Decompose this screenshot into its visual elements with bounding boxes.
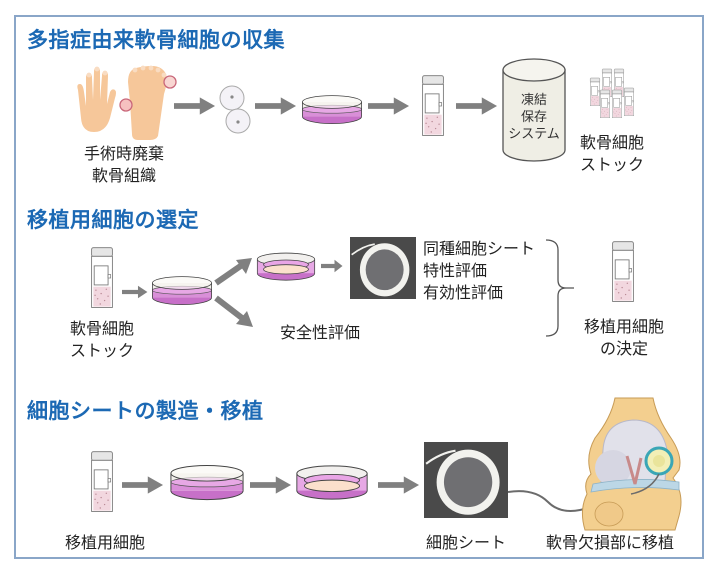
hand-foot-icon xyxy=(77,65,177,140)
evaluation-label-line1: 同種細胞シート xyxy=(423,239,536,258)
arrow-icon xyxy=(321,259,343,273)
arrow-up-right-icon xyxy=(214,258,252,286)
freezer-cylinder-icon xyxy=(502,58,566,162)
cell-sheet-photo xyxy=(424,442,508,518)
tissue-label: 手術時廃棄 軟骨組織 xyxy=(72,143,176,187)
bracket-icon xyxy=(545,239,574,337)
stock-label: 軟骨細胞 ストック xyxy=(566,132,658,176)
arrow-icon xyxy=(378,475,420,495)
arrow-icon xyxy=(122,285,148,299)
freezer-label: 凍結 保存 システム xyxy=(505,92,563,143)
tissue-label-line2: 軟骨組織 xyxy=(91,166,156,185)
culture-dish-icon xyxy=(168,462,246,504)
evaluation-label-line3: 有効性評価 xyxy=(423,283,504,302)
decision-label: 移植用細胞 の決定 xyxy=(566,316,682,360)
stock-label-line1: 軟骨細胞 xyxy=(579,133,644,152)
vial-icon xyxy=(89,240,115,316)
section-title-selection: 移植用細胞の選定 xyxy=(27,208,199,232)
freezer-label-line1: 凍結 xyxy=(520,93,547,108)
vial-icon xyxy=(89,444,115,520)
arrow-icon xyxy=(456,96,498,116)
vial-icon xyxy=(610,236,636,308)
cell-sheet-dish-icon xyxy=(255,246,317,288)
transplant-cells-label: 移植用細胞 xyxy=(64,533,145,552)
freezer-label-line3: システム xyxy=(508,127,560,142)
stock-label-2: 軟骨細胞 ストック xyxy=(50,318,154,362)
evaluation-labels: 同種細胞シート 特性評価 有効性評価 xyxy=(423,238,535,304)
vial-stock-icon xyxy=(589,68,635,118)
evaluation-label-line2: 特性評価 xyxy=(423,261,488,280)
decision-label-line1: 移植用細胞 xyxy=(583,317,664,336)
cell-icon xyxy=(219,85,251,134)
vial-icon xyxy=(420,68,446,144)
cell-sheet-dish-icon xyxy=(294,460,370,506)
cell-sheet-label: 細胞シート xyxy=(425,533,506,552)
arrow-icon xyxy=(250,475,292,495)
transplant-label: 軟骨欠損部に移植 xyxy=(545,533,674,552)
stock-label-2-line2: ストック xyxy=(69,341,134,360)
section-title-manufacture: 細胞シートの製造・移植 xyxy=(27,399,264,423)
culture-dish-icon xyxy=(300,92,364,128)
knee-joint-icon xyxy=(581,397,682,531)
arrow-icon xyxy=(368,96,410,116)
culture-dish-icon xyxy=(150,271,214,311)
stock-label-line2: ストック xyxy=(579,155,644,174)
arrow-icon xyxy=(255,96,297,116)
safety-evaluation-label: 安全性評価 xyxy=(279,323,360,342)
stock-label-2-line1: 軟骨細胞 xyxy=(69,319,134,338)
arrow-icon xyxy=(122,475,164,495)
tissue-label-line1: 手術時廃棄 xyxy=(83,144,164,163)
section-title-collection: 多指症由来軟骨細胞の収集 xyxy=(27,28,285,52)
arrow-down-right-icon xyxy=(214,295,253,327)
decision-label-line2: の決定 xyxy=(599,339,648,358)
freezer-label-line2: 保存 xyxy=(520,110,547,125)
arrow-icon xyxy=(174,96,216,116)
cell-sheet-photo xyxy=(350,237,416,299)
